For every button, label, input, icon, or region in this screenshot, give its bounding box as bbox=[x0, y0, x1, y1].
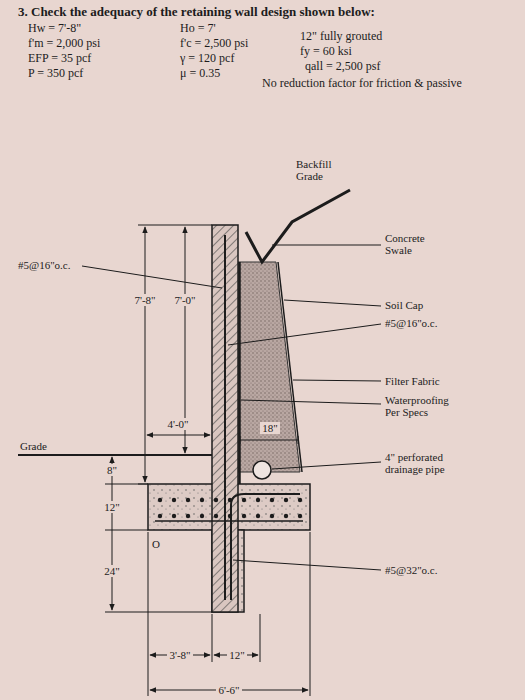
design-parameter: P = 350 pcf bbox=[28, 67, 83, 80]
dimension: 12" bbox=[227, 649, 247, 661]
part-label: 4" perforated drainage pipe bbox=[385, 451, 480, 475]
design-parameter: fy = 60 ksi bbox=[300, 45, 352, 58]
bottom-bar bbox=[155, 520, 303, 522]
design-parameter: Hw = 7'-8" bbox=[28, 22, 81, 35]
dimension: 3'-8" bbox=[167, 649, 192, 661]
dimension: 24" bbox=[102, 565, 122, 577]
dimension-lines bbox=[105, 225, 310, 696]
dimension: 4'-0" bbox=[165, 418, 190, 430]
design-parameter: μ = 0.35 bbox=[180, 67, 220, 80]
dimension: 18" bbox=[260, 422, 280, 434]
masonry-stem bbox=[212, 225, 238, 612]
dimension: 7'-0" bbox=[172, 294, 197, 306]
rebar-label: #5@16"o.c. bbox=[385, 317, 438, 329]
stem-rebar bbox=[224, 235, 226, 600]
design-parameter: γ = 120 pcf bbox=[180, 52, 234, 65]
drainage-pipe bbox=[253, 461, 271, 479]
dimension: 6'-6" bbox=[216, 684, 241, 696]
part-label: Backfill Grade bbox=[296, 158, 344, 182]
point-label: O bbox=[150, 538, 162, 550]
longitudinal-bars bbox=[158, 498, 302, 518]
design-parameter: Ho = 7' bbox=[180, 22, 216, 35]
design-note: No reduction factor for friction & passi… bbox=[262, 77, 462, 90]
design-parameter: 12" fully grouted bbox=[300, 30, 382, 43]
dimension: 12" bbox=[102, 501, 122, 513]
part-label: Waterproofing Per Specs bbox=[385, 394, 465, 418]
design-parameter: qall = 2,500 psf bbox=[305, 60, 380, 73]
design-parameter: f'm = 2,000 psi bbox=[28, 37, 100, 50]
concrete-swale bbox=[246, 190, 350, 262]
rebar-label: #5@16"o.c. bbox=[18, 259, 71, 271]
part-label: Grade bbox=[20, 440, 47, 452]
part-label: Concrete Swale bbox=[385, 232, 447, 256]
part-label: Filter Fabric bbox=[385, 375, 440, 387]
leader-lines bbox=[82, 245, 381, 570]
problem-title: 3. Check the adequacy of the retaining w… bbox=[18, 5, 375, 19]
dimension: 8" bbox=[105, 464, 119, 476]
hook-bar bbox=[231, 494, 300, 600]
grade-line bbox=[18, 454, 212, 456]
part-label: Soil Cap bbox=[385, 299, 423, 311]
design-parameter: f'c = 2,500 psi bbox=[180, 37, 248, 50]
dimension: 7'-8" bbox=[132, 294, 157, 306]
rebar-label: #5@32"o.c. bbox=[385, 564, 438, 576]
design-parameter: EFP = 35 pcf bbox=[28, 52, 91, 65]
